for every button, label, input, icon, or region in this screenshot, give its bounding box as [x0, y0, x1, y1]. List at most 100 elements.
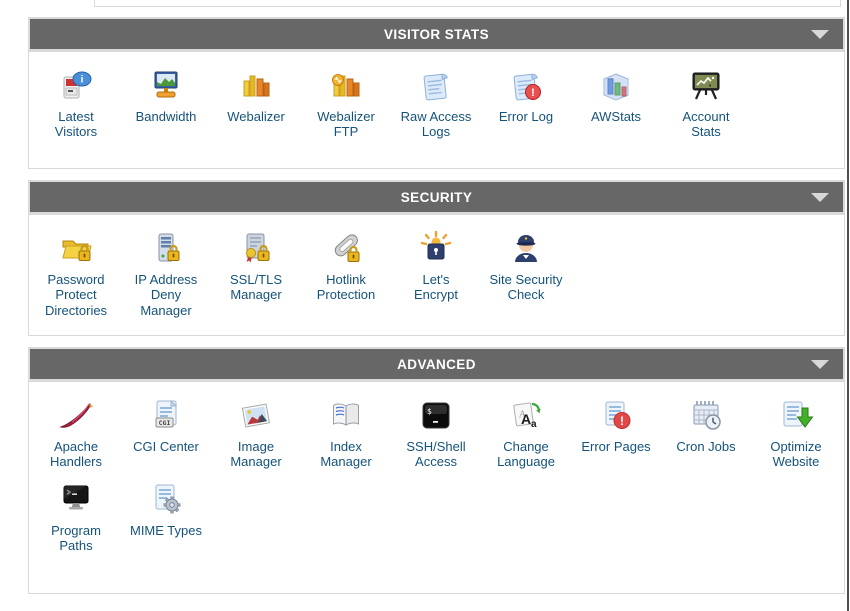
app-item-label: Optimize Website	[770, 439, 822, 470]
account-stats-icon	[686, 66, 726, 106]
app-item-label: SSL/TLS Manager	[229, 272, 283, 303]
app-item-error-log[interactable]: ! Error Log	[481, 66, 571, 140]
app-item-label: Error Log	[498, 109, 554, 124]
app-item-apache-handlers[interactable]: Apache Handlers	[31, 396, 121, 470]
svg-text:i: i	[81, 75, 84, 86]
app-item-optimize-website[interactable]: Optimize Website	[751, 396, 841, 470]
app-item-cgi-center[interactable]: CGI CGI Center	[121, 396, 211, 470]
svg-text:a: a	[531, 419, 537, 430]
webalizer-ftp-icon	[326, 66, 366, 106]
app-item-bandwidth[interactable]: Bandwidth	[121, 66, 211, 140]
app-item-label: Webalizer FTP	[317, 109, 375, 140]
program-paths-icon	[56, 480, 96, 520]
section-advanced: ADVANCED Apache Handlers CGI CGI Center Ima…	[28, 347, 845, 594]
app-item-label: MIME Types	[129, 522, 202, 538]
section-header-visitor-stats[interactable]: VISITOR STATS	[28, 17, 845, 51]
app-item-mime-types[interactable]: MIME Types	[121, 480, 211, 554]
hotlink-protection-icon	[326, 229, 366, 269]
app-item-label: Account Stats	[682, 109, 730, 140]
lets-encrypt-icon	[416, 229, 456, 269]
error-pages-icon: !	[596, 396, 636, 436]
app-item-let-s-encrypt[interactable]: Let's Encrypt	[391, 229, 481, 318]
ssh-shell-access-icon: $	[416, 396, 456, 436]
section-title: SECURITY	[400, 189, 473, 205]
app-item-label: Apache Handlers	[49, 439, 103, 470]
section-title: VISITOR STATS	[384, 26, 489, 42]
raw-access-logs-icon	[416, 66, 456, 106]
password-protect-directories-icon	[56, 229, 96, 269]
app-item-ssh-shell-access[interactable]: $ SSH/Shell Access	[391, 396, 481, 470]
app-item-label: IP Address Deny Manager	[134, 272, 198, 318]
latest-visitors-icon: i	[56, 66, 96, 106]
app-item-label: Raw Access Logs	[400, 109, 472, 140]
app-item-label: Program Paths	[51, 522, 101, 553]
app-item-label: Hotlink Protection	[316, 272, 376, 303]
app-item-label: Error Pages	[581, 439, 651, 454]
app-item-label: CGI Center	[133, 439, 199, 454]
app-item-label: Password Protect Directories	[44, 272, 108, 318]
app-item-label: Index Manager	[320, 439, 372, 470]
app-item-ip-address-deny-manager[interactable]: IP Address Deny Manager	[121, 229, 211, 318]
app-item-label: AWStats	[590, 109, 642, 124]
app-item-account-stats[interactable]: Account Stats	[661, 66, 751, 140]
svg-text:CGI: CGI	[159, 419, 171, 427]
app-item-webalizer-ftp[interactable]: Webalizer FTP	[301, 66, 391, 140]
optimize-website-icon	[776, 396, 816, 436]
section-title: ADVANCED	[397, 356, 476, 372]
svg-text:!: !	[531, 87, 535, 99]
section-body-advanced: Apache Handlers CGI CGI Center Image Manage…	[28, 381, 845, 594]
previous-section-box-edge	[94, 0, 841, 7]
app-item-ssl-tls-manager[interactable]: SSL/TLS Manager	[211, 229, 301, 318]
app-item-label: Change Language	[497, 439, 555, 470]
app-item-image-manager[interactable]: Image Manager	[211, 396, 301, 470]
chevron-down-icon[interactable]	[811, 360, 829, 369]
app-item-label: Cron Jobs	[676, 439, 736, 454]
svg-text:!: !	[620, 416, 624, 428]
apache-handlers-icon	[56, 396, 96, 436]
awstats-icon	[596, 66, 636, 106]
chevron-down-icon[interactable]	[811, 193, 829, 202]
ssl-tls-manager-icon	[236, 229, 276, 269]
cgi-center-icon: CGI	[146, 396, 186, 436]
section-header-security[interactable]: SECURITY	[28, 180, 845, 214]
app-item-raw-access-logs[interactable]: Raw Access Logs	[391, 66, 481, 140]
site-security-check-icon	[506, 229, 546, 269]
app-item-program-paths[interactable]: Program Paths	[31, 480, 121, 554]
app-item-label: Site Security Check	[489, 272, 563, 303]
index-manager-icon	[326, 396, 366, 436]
mime-types-icon	[146, 480, 186, 520]
app-item-site-security-check[interactable]: Site Security Check	[481, 229, 571, 318]
section-security: SECURITY Password Protect Directories IP …	[28, 180, 845, 336]
app-item-label: SSH/Shell Access	[406, 439, 466, 470]
cron-jobs-icon	[686, 396, 726, 436]
app-item-label: Image Manager	[230, 439, 282, 470]
app-item-label: Bandwidth	[135, 109, 197, 124]
app-item-cron-jobs[interactable]: Cron Jobs	[661, 396, 751, 470]
app-item-webalizer[interactable]: Webalizer	[211, 66, 301, 140]
webalizer-icon	[236, 66, 276, 106]
chevron-down-icon[interactable]	[811, 30, 829, 39]
app-item-error-pages[interactable]: ! Error Pages	[571, 396, 661, 470]
app-item-awstats[interactable]: AWStats	[571, 66, 661, 140]
app-item-label: Webalizer	[227, 109, 285, 124]
app-item-hotlink-protection[interactable]: Hotlink Protection	[301, 229, 391, 318]
window-right-border	[847, 0, 849, 611]
app-item-index-manager[interactable]: Index Manager	[301, 396, 391, 470]
image-manager-icon	[236, 396, 276, 436]
app-item-password-protect-directories[interactable]: Password Protect Directories	[31, 229, 121, 318]
section-body-security: Password Protect Directories IP Address D…	[28, 214, 845, 336]
svg-text:A: A	[521, 411, 531, 427]
svg-text:A: A	[517, 409, 526, 421]
app-item-label: Latest Visitors	[54, 109, 98, 140]
error-log-icon: !	[506, 66, 546, 106]
app-item-label: Let's Encrypt	[413, 272, 459, 303]
ip-address-deny-manager-icon	[146, 229, 186, 269]
svg-text:$: $	[427, 407, 432, 416]
section-header-advanced[interactable]: ADVANCED	[28, 347, 845, 381]
